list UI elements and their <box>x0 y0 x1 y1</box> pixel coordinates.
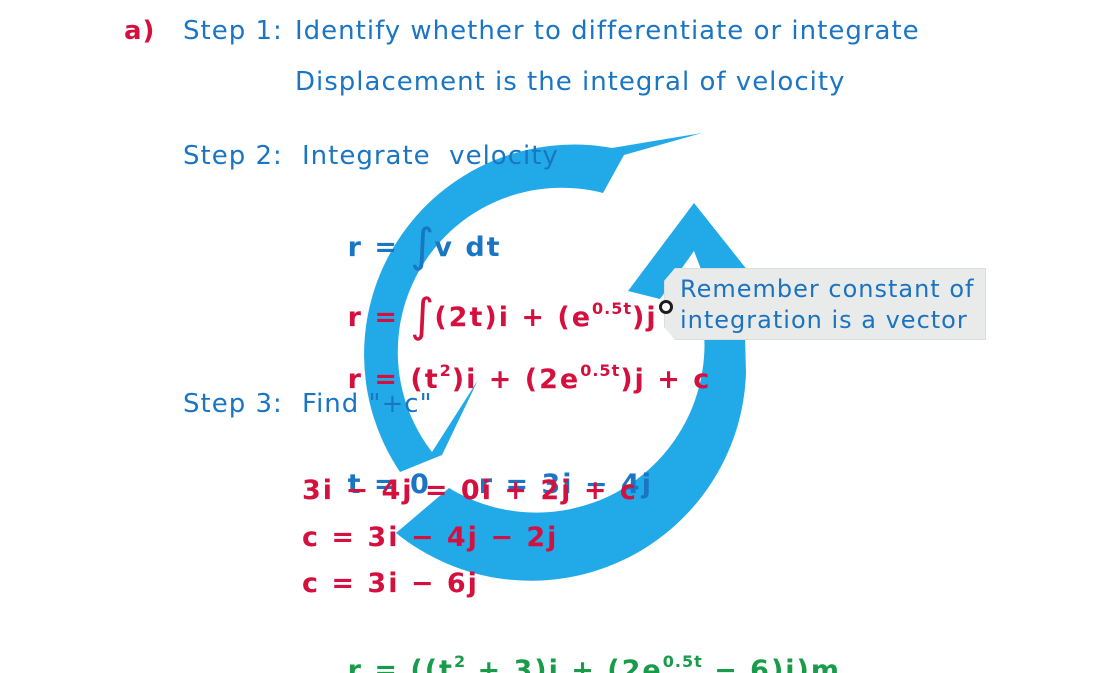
step2-title: Integrate velocity <box>302 141 559 171</box>
eq-text: )i + (2e <box>451 364 581 395</box>
eq-text: r = ((t <box>347 655 454 673</box>
exponent: 0.5t <box>580 361 621 380</box>
equation-substitute: 3i − 4j = 0i + 2j + c <box>302 475 638 506</box>
exponent: 2 <box>439 361 452 380</box>
eq-text: + 3)i + (2e <box>466 655 663 673</box>
step1-label: Step 1: <box>183 16 283 46</box>
eq-text: − 6)j)m <box>702 655 842 673</box>
exponent: 0.5t <box>592 299 633 318</box>
callout-line2: integration is a vector <box>680 306 968 334</box>
step1-line2: Displacement is the integral of velocity <box>295 67 846 97</box>
exponent: 2 <box>453 652 467 671</box>
callout-note: Remember constant of integration is a ve… <box>664 268 986 340</box>
step2-label: Step 2: <box>183 141 283 171</box>
equation-solve-c-2: c = 3i − 6j <box>302 568 479 599</box>
step3-label: Step 3: <box>183 389 283 419</box>
exponent: 0.5t <box>662 652 703 671</box>
part-label: a) <box>124 16 156 46</box>
step1-line1: Identify whether to differentiate or int… <box>295 16 920 46</box>
step3-title: Find "+c" <box>302 389 433 419</box>
equation-solve-c-1: c = 3i − 4j − 2j <box>302 522 559 553</box>
tag-eyelet-icon <box>659 300 673 314</box>
equation-final-answer: r = ((t2 + 3)i + (2e0.5t − 6)j)m <box>302 611 841 673</box>
callout-line1: Remember constant of <box>680 275 975 303</box>
eq-text: )j + c <box>620 364 712 395</box>
